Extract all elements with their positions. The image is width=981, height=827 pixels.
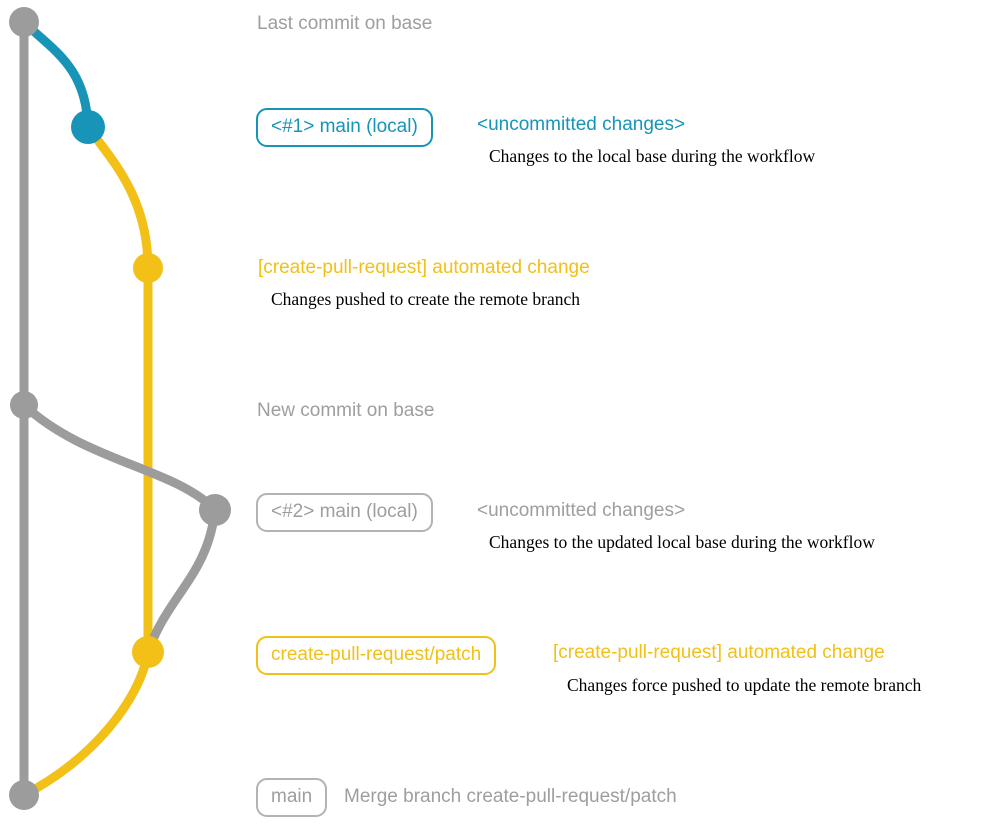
commit-dot-new-base: [10, 391, 38, 419]
branch-tag-main: main: [256, 778, 328, 817]
uncommitted-changes-2-subtitle: Changes to the updated local base during…: [489, 532, 875, 552]
automated-change-1-title: [create-pull-request] automated change: [258, 257, 590, 278]
commit-dot-last-base: [9, 7, 39, 37]
commit-dot-automated-1: [133, 253, 163, 283]
local-branch-line-2-in: [143, 509, 220, 654]
merge-commit-title: Merge branch create-pull-request/patch: [344, 786, 677, 807]
uncommitted-changes-1-subtitle: Changes to the local base during the wor…: [489, 146, 816, 166]
commit-dot-automated-2: [132, 636, 164, 668]
local-branch-line-2-out: [20, 401, 219, 514]
branch-tag-main-local-1: <#1> main (local): [256, 108, 433, 147]
automated-change-2-subtitle: Changes force pushed to update the remot…: [567, 675, 922, 695]
local-branch-line-1: [20, 18, 93, 128]
patch-branch-merge-line: [21, 651, 153, 800]
commit-dot-main-local-1: [71, 110, 105, 144]
patch-branch-line-out: [84, 124, 153, 269]
commit-graph: [9, 7, 231, 810]
automated-change-2-title: [create-pull-request] automated change: [553, 642, 885, 663]
branch-tag-create-pull-request-patch: create-pull-request/patch: [256, 636, 497, 675]
uncommitted-changes-2-title: <uncommitted changes>: [477, 500, 686, 521]
automated-change-1-subtitle: Changes pushed to create the remote bran…: [271, 289, 581, 309]
commit-dot-merge: [9, 780, 39, 810]
new-commit-label: New commit on base: [257, 400, 435, 421]
last-commit-label: Last commit on base: [257, 13, 433, 34]
commit-dot-main-local-2: [199, 494, 231, 526]
branch-tag-main-local-2: <#2> main (local): [256, 493, 433, 532]
uncommitted-changes-1-title: <uncommitted changes>: [477, 114, 686, 135]
